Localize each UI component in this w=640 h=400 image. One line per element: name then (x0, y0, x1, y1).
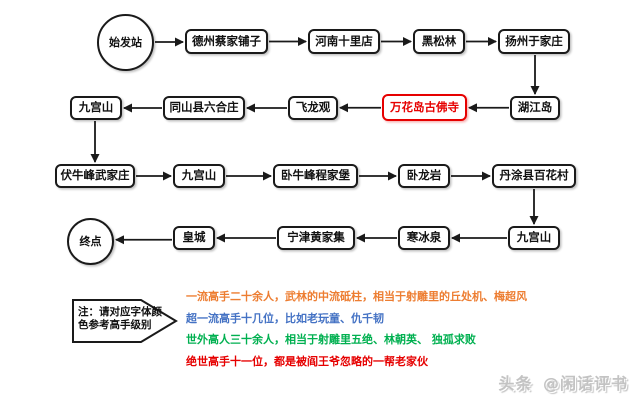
note-text-line2: 色参考高手级别 (78, 319, 152, 331)
flow-node-hujiangdao: 湖江岛 (510, 96, 560, 120)
flow-node-wanhuadao: 万花岛古佛寺 (382, 94, 467, 121)
flow-node-jiugongshan3: 九宫山 (508, 226, 560, 250)
legend-line-1: 一流高手二十余人，武林的中流砥柱，相当于射雕里的丘处机、梅超风 (186, 290, 527, 303)
flow-node-wolongyan: 卧龙岩 (398, 164, 450, 188)
note-text-line1: 注：请对应字体颜 (78, 306, 162, 318)
watermark-brand: 头条 (498, 374, 533, 393)
flow-node-heisonglin: 黑松林 (413, 29, 465, 54)
flow-node-jiugongshan1: 九宫山 (70, 96, 122, 120)
legend: 一流高手二十余人，武林的中流砥柱，相当于射雕里的丘处机、梅超风超一流高手十几位，… (186, 291, 527, 377)
legend-line-3: 世外高人三十余人，相当于射雕里五绝、林朝英、 独孤求败 (186, 333, 476, 346)
note-callout: 注：请对应字体颜 色参考高手级别 (72, 299, 178, 344)
flow-node-start: 始发站 (97, 14, 154, 71)
watermark: 头条 @闲话评书 (498, 370, 628, 394)
flow-node-henan: 河南十里店 (308, 29, 380, 54)
note-callout-shape (72, 299, 178, 343)
legend-line-2: 超一流高手十几位，比如老玩童、仇千韧 (186, 311, 384, 325)
flow-node-yangzhou: 扬州于家庄 (498, 29, 570, 54)
flow-node-huangcheng: 皇城 (173, 226, 215, 250)
flow-node-feilongguan: 飞龙观 (288, 96, 338, 120)
flow-node-funiufeng: 伏牛峰武家庄 (55, 164, 135, 188)
flow-node-dezhou: 德州蔡家铺子 (185, 29, 268, 54)
flow-node-hanbingquan: 寒冰泉 (398, 226, 450, 250)
flow-node-jiugongshan2: 九宫山 (173, 164, 225, 188)
flow-node-ningjin: 宁津黄家集 (277, 226, 355, 250)
flow-node-woniufeng: 卧牛峰程家堡 (273, 164, 358, 188)
legend-line-4: 绝世高手十一位，都是被阎王爷忽略的一帮老家伙 (186, 354, 428, 368)
flow-node-tongshan: 同山县六合庄 (163, 96, 245, 120)
note-text: 注：请对应字体颜 色参考高手级别 (78, 306, 162, 332)
watermark-handle: @闲话评书 (542, 374, 628, 393)
flow-node-end: 终点 (67, 218, 114, 265)
flow-node-dantuxian: 丹涂县百花村 (492, 164, 576, 188)
